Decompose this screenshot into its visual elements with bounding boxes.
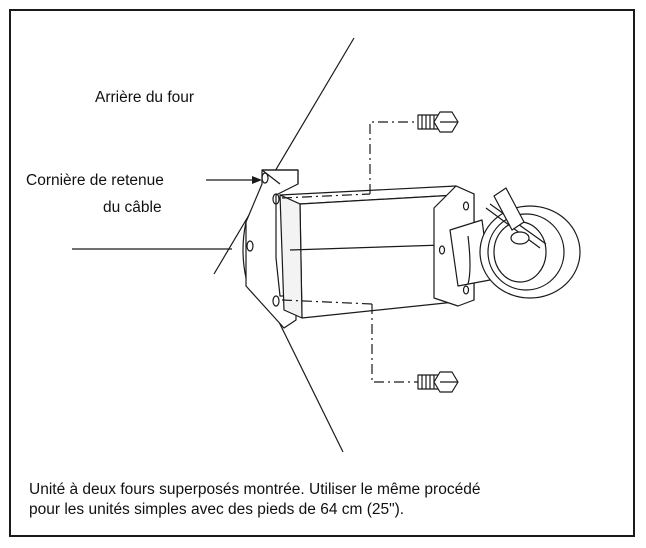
- caption-line2: pour les unités simples avec des pieds d…: [29, 501, 405, 518]
- leg-tube: [279, 185, 475, 319]
- cable-retention-angle: [242, 169, 299, 329]
- bottom-screw-guide: [281, 299, 418, 383]
- cable-angle-label-line1: Cornière de retenue: [26, 172, 164, 189]
- caster-wheel: [449, 187, 581, 299]
- figure-caption: Unité à deux fours superposés montrée. U…: [29, 480, 480, 520]
- top-screw-guide: [281, 121, 418, 199]
- oven-rear-line: [213, 37, 355, 275]
- top-screw-icon: [417, 111, 459, 133]
- rear-of-oven-label: Arrière du four: [95, 89, 195, 106]
- figure-frame: [9, 9, 635, 537]
- bottom-screw-icon: [417, 371, 459, 393]
- oven-rear-line-lower: [276, 317, 344, 453]
- cable-angle-label-line2: du câble: [103, 199, 162, 216]
- angle-pointer-arrowhead: [252, 176, 262, 184]
- caption-line1: Unité à deux fours superposés montrée. U…: [29, 481, 481, 498]
